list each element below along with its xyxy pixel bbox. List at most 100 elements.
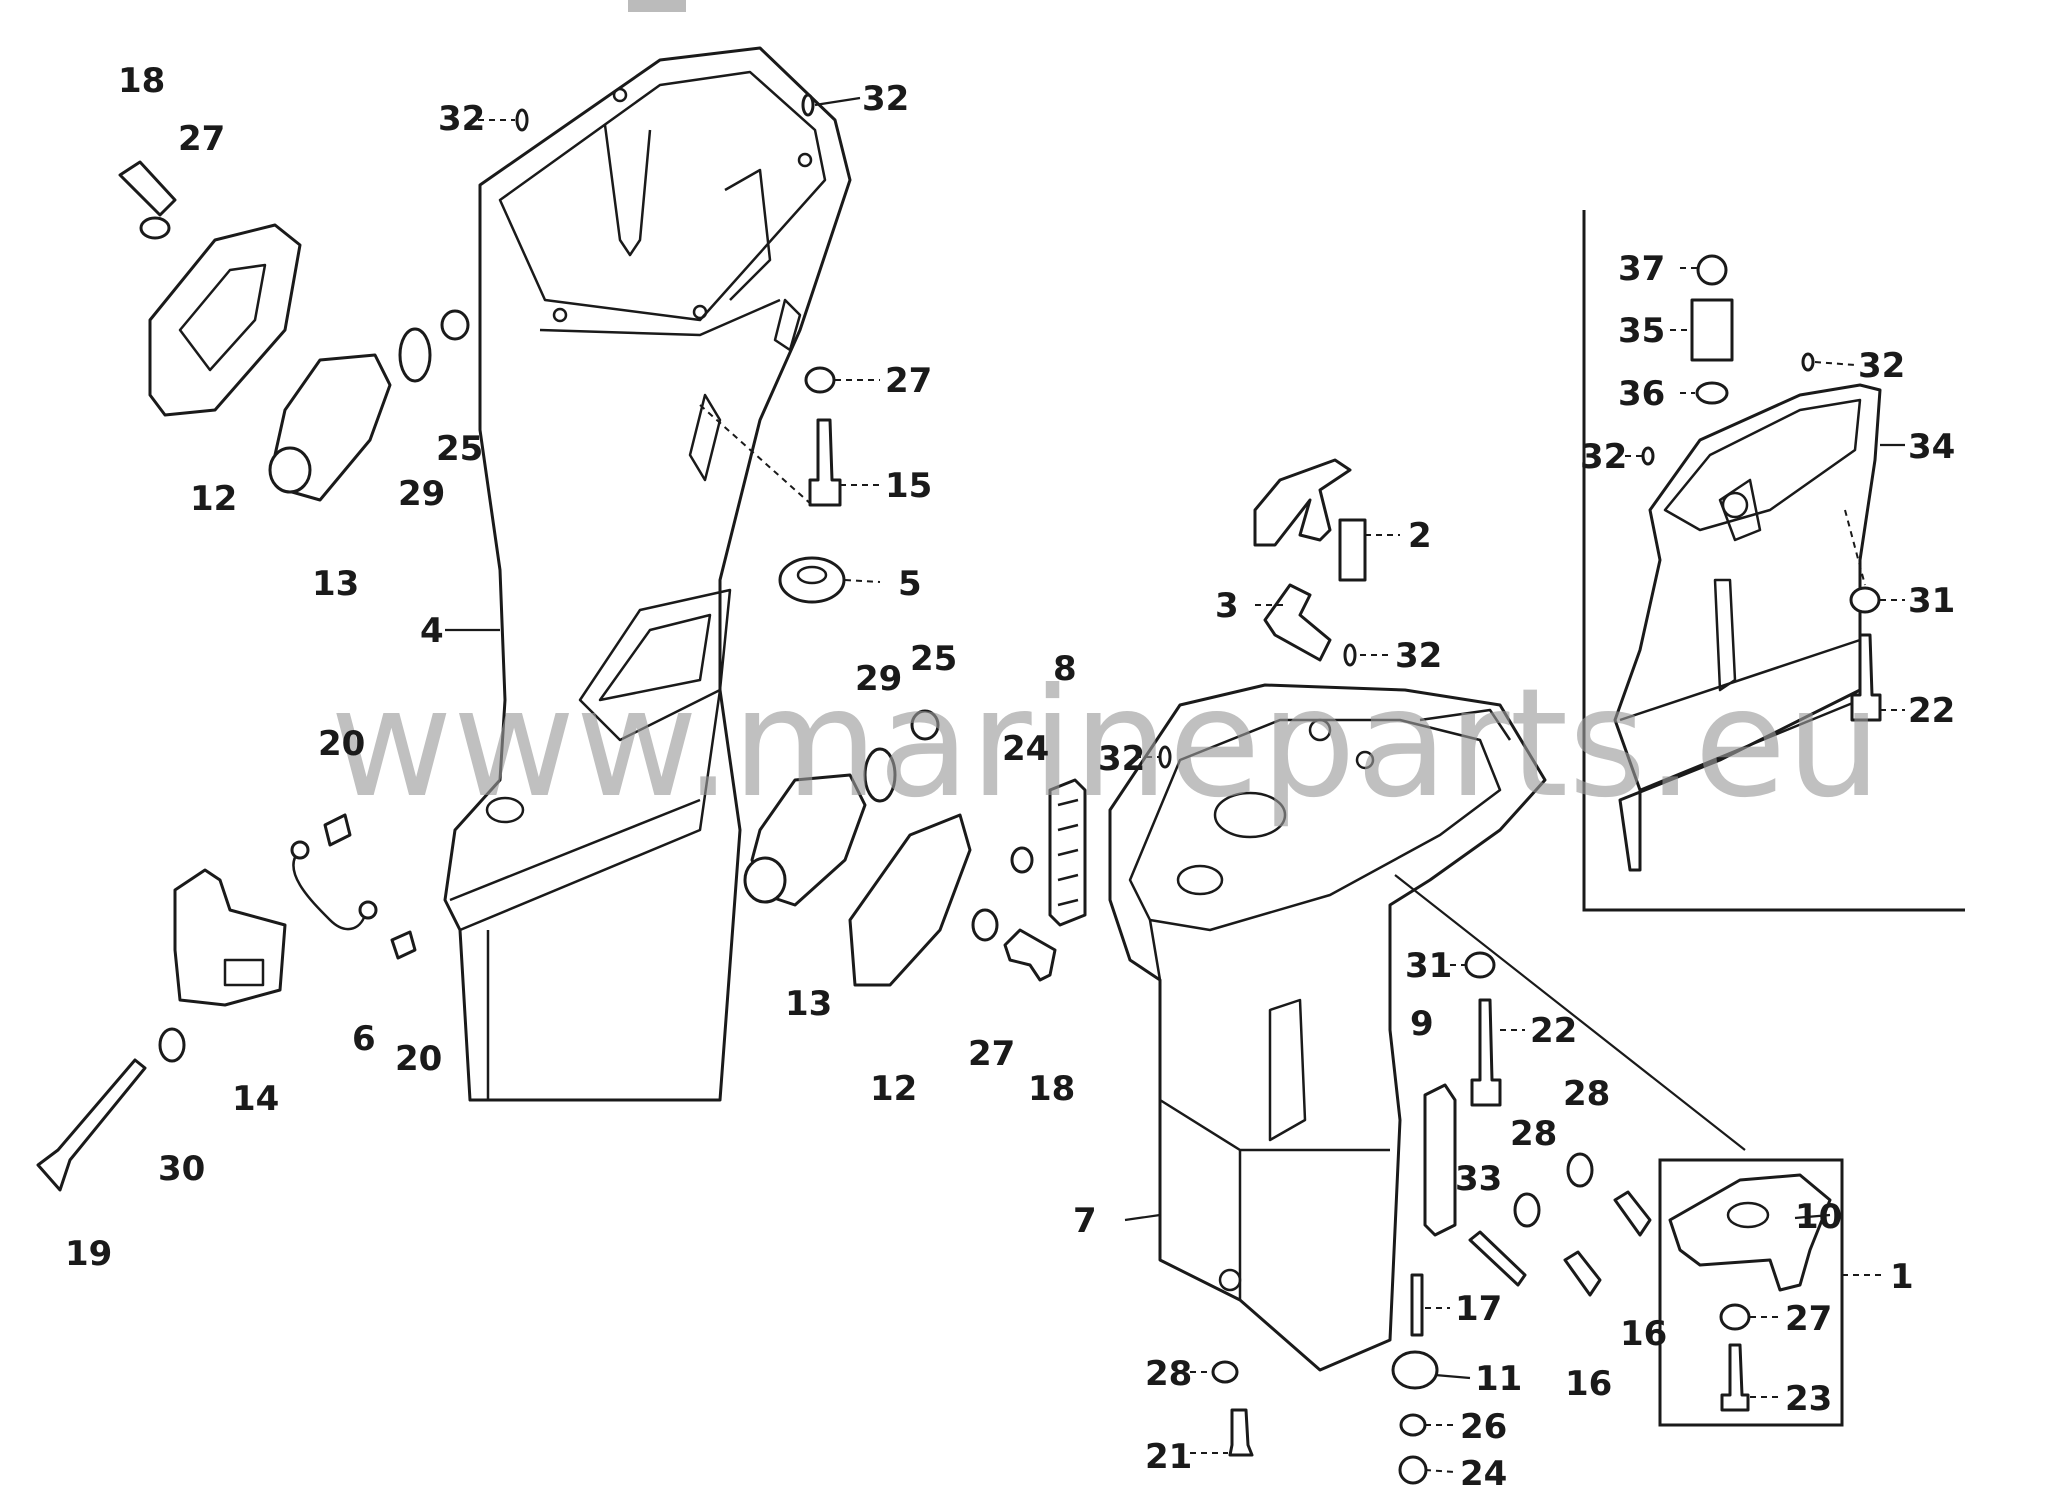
- washer-29a: [398, 327, 432, 383]
- bolt-22b: [1850, 633, 1882, 722]
- screw-20a: [323, 813, 352, 847]
- callout-32: 32: [1580, 437, 1627, 477]
- wire-6-eye-a: [290, 840, 310, 860]
- washer-30: [158, 1027, 186, 1063]
- callout-7: 7: [1073, 1201, 1097, 1241]
- callout-37: 37: [1618, 249, 1665, 289]
- callout-20: 20: [395, 1039, 442, 1079]
- screen-8-grid: [1057, 798, 1079, 907]
- oring-32a: [515, 108, 529, 132]
- callout-2: 2: [1408, 516, 1432, 556]
- grommet-5: [778, 556, 846, 604]
- callout-31: 31: [1405, 946, 1452, 986]
- callout-22: 22: [1530, 1011, 1577, 1051]
- callout-labels: 18 27 12 13 29 25 32 32 27 15 5 4 20 6 2…: [65, 61, 1955, 1494]
- washer-26: [1399, 1413, 1427, 1437]
- callout-32: 32: [862, 79, 909, 119]
- bolt-16b: [1613, 1190, 1652, 1237]
- callout-4: 4: [420, 611, 444, 651]
- plate-12a-slot: [178, 263, 267, 372]
- bolt-15: [808, 418, 842, 507]
- callout-22: 22: [1908, 691, 1955, 731]
- screen-9: [1423, 1083, 1457, 1237]
- pin-17: [1410, 1273, 1424, 1337]
- callout-19: 19: [65, 1234, 112, 1274]
- nut-37: [1696, 254, 1728, 286]
- nut-24a: [1010, 846, 1034, 874]
- callout-29: 29: [855, 659, 902, 699]
- oring-32c: [1343, 643, 1357, 667]
- washer-36: [1695, 381, 1729, 405]
- nut-24b: [1398, 1455, 1428, 1485]
- callout-27: 27: [178, 119, 225, 159]
- callout-27: 27: [968, 1034, 1015, 1074]
- callout-30: 30: [158, 1149, 205, 1189]
- bolt-23: [1720, 1343, 1750, 1412]
- plug-11: [1391, 1350, 1439, 1390]
- callout-15: 15: [885, 466, 932, 506]
- washer-29b: [863, 747, 897, 803]
- clip-3: [1263, 583, 1332, 662]
- gear-case-7: [1108, 683, 1547, 1372]
- callout-18: 18: [1028, 1069, 1075, 1109]
- callout-31: 31: [1908, 581, 1955, 621]
- wire-6-eye-b: [358, 900, 378, 920]
- callout-20: 20: [318, 724, 365, 764]
- wire-6: [292, 849, 367, 931]
- callout-28: 28: [1510, 1114, 1557, 1154]
- nut-25b: [910, 709, 940, 741]
- grommet-2: [1338, 518, 1367, 582]
- bolt-18b: [1003, 928, 1057, 982]
- callout-12: 12: [190, 479, 237, 519]
- callout-3: 3: [1215, 586, 1239, 626]
- washer-27c: [971, 908, 999, 942]
- callout-35: 35: [1618, 311, 1665, 351]
- bolt-16a: [1563, 1250, 1602, 1297]
- grommet-5-hole: [796, 565, 828, 585]
- washer-27a: [139, 216, 171, 240]
- bolt-19: [36, 1058, 147, 1192]
- screw-20b: [390, 930, 417, 960]
- callout-9: 9: [1410, 1004, 1434, 1044]
- screw-21: [1228, 1408, 1254, 1457]
- callout-17: 17: [1455, 1289, 1502, 1329]
- screw-33: [1468, 1230, 1527, 1287]
- callout-16: 16: [1620, 1314, 1667, 1354]
- callout-1: 1: [1890, 1257, 1914, 1297]
- callout-27: 27: [885, 361, 932, 401]
- callout-24: 24: [1002, 729, 1049, 769]
- box-1: [1658, 1158, 1844, 1427]
- top-mark: [628, 0, 686, 12]
- valve-13a-port: [268, 446, 312, 494]
- washer-28a: [1513, 1192, 1541, 1228]
- callout-29: 29: [398, 474, 445, 514]
- callout-13: 13: [785, 984, 832, 1024]
- callout-5: 5: [898, 564, 922, 604]
- watermark: www.marineparts.eu: [330, 657, 1882, 831]
- nut-27d: [1719, 1303, 1751, 1331]
- pump-cover-10: [1668, 1173, 1832, 1292]
- callout-32: 32: [1395, 636, 1442, 676]
- plate-12a: [148, 223, 302, 417]
- extension-case-4: [443, 46, 852, 1102]
- inset-box: [1582, 210, 1965, 912]
- callout-27: 27: [1785, 1299, 1832, 1339]
- callout-16: 16: [1565, 1364, 1612, 1404]
- callout-25: 25: [910, 639, 957, 679]
- callout-11: 11: [1475, 1359, 1522, 1399]
- bushing-35: [1690, 298, 1734, 362]
- callout-25: 25: [436, 429, 483, 469]
- callout-28: 28: [1563, 1074, 1610, 1114]
- oring-32f: [1641, 446, 1655, 466]
- callout-33: 33: [1455, 1159, 1502, 1199]
- valve-13b-port: [743, 856, 787, 904]
- callout-18: 18: [118, 61, 165, 101]
- washer-28b: [1566, 1152, 1594, 1188]
- callout-23: 23: [1785, 1379, 1832, 1419]
- washer-28c: [1211, 1360, 1239, 1384]
- callout-26: 26: [1460, 1407, 1507, 1447]
- callout-6: 6: [352, 1019, 376, 1059]
- bracket-14: [173, 868, 287, 1007]
- callout-24: 24: [1460, 1454, 1507, 1494]
